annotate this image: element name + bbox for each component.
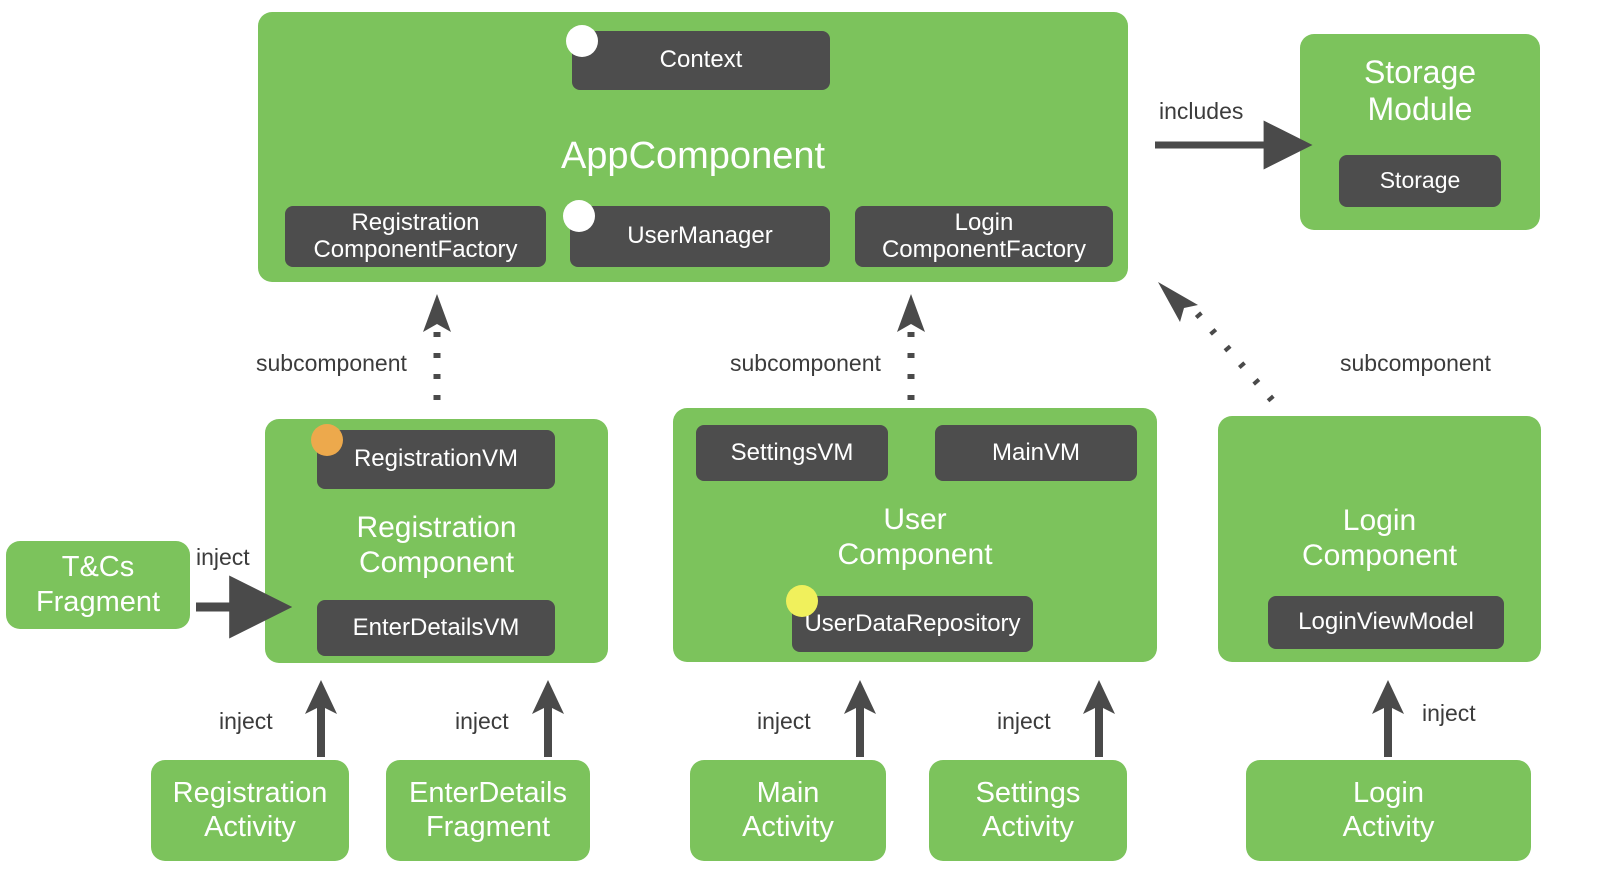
inject-enter-details-arrow [532, 680, 564, 757]
binding-registration-vm[interactable]: RegistrationVM [317, 430, 555, 489]
main-activity-label-line1: Main [756, 776, 820, 809]
user-component-title: User Component [673, 503, 1157, 573]
subcomponent-login-arrow [1158, 282, 1275, 403]
binding-login-view-model-label: LoginViewModel [1298, 608, 1474, 636]
settings-activity-label-line2: Activity [982, 811, 1074, 844]
inject-login-activity-label: inject [1422, 700, 1476, 726]
binding-context-label: Context [659, 46, 743, 74]
singleton-scope-dot-user-manager [563, 200, 595, 232]
enter-details-fragment-label: EnterDetails Fragment [386, 776, 590, 846]
binding-user-manager[interactable]: UserManager [570, 206, 830, 267]
inject-enter-details-fragment-label: inject [455, 708, 509, 734]
binding-registration-component-factory-label-line1: Registration [351, 208, 480, 236]
binding-context[interactable]: Context [572, 31, 830, 90]
app-component-title: AppComponent [560, 135, 826, 177]
inject-registration-activity-arrow [305, 680, 337, 757]
binding-main-vm[interactable]: MainVM [935, 425, 1137, 481]
binding-login-component-factory-label-line2: ComponentFactory [881, 235, 1087, 263]
inject-settings-activity-arrow [1083, 680, 1115, 757]
subcomponent-user-label: subcomponent [730, 350, 881, 376]
tcs-fragment-label: T&Cs Fragment [6, 550, 190, 620]
registration-activity-label-line1: Registration [172, 776, 328, 809]
enter-details-fragment-label-line1: EnterDetails [409, 776, 567, 809]
registration-scope-dot [311, 424, 343, 456]
binding-user-manager-label: UserManager [627, 222, 773, 250]
login-component-title: Login Component [1218, 504, 1541, 574]
inject-main-activity-label: inject [757, 708, 811, 734]
includes-label: includes [1159, 98, 1244, 124]
enter-details-fragment-label-line2: Fragment [425, 811, 551, 844]
binding-main-vm-label: MainVM [991, 438, 1081, 466]
tcs-fragment-label-line1: T&Cs [61, 551, 135, 584]
binding-login-view-model[interactable]: LoginViewModel [1268, 596, 1504, 649]
login-component-title-line1: Login [1342, 504, 1417, 537]
binding-storage-label: Storage [1379, 167, 1461, 194]
registration-component-title-line1: Registration [356, 511, 517, 544]
inject-login-activity-arrow [1372, 680, 1404, 757]
main-activity-label: Main Activity [690, 776, 886, 846]
inject-settings-activity-label: inject [997, 708, 1051, 734]
user-scope-dot [786, 585, 818, 617]
subcomponent-login-label: subcomponent [1340, 350, 1491, 376]
main-activity-box[interactable]: Main Activity [690, 760, 886, 861]
binding-registration-component-factory-label-line2: ComponentFactory [313, 235, 518, 263]
tcs-fragment-label-line2: Fragment [35, 586, 161, 618]
user-component-title-line1: User [883, 503, 947, 536]
singleton-scope-dot-context [566, 25, 598, 57]
binding-login-component-factory[interactable]: Login ComponentFactory [855, 206, 1113, 267]
registration-component-title: Registration Component [265, 511, 608, 581]
storage-module-title-line1: Storage [1363, 54, 1477, 90]
inject-tcs-label: inject [196, 544, 250, 570]
subcomponent-registration-arrow [423, 294, 451, 400]
registration-component-title-line2: Component [358, 545, 515, 579]
login-activity-label-line1: Login [1353, 776, 1424, 809]
login-component-title-line2: Component [1301, 538, 1458, 572]
settings-activity-label-line1: Settings [975, 776, 1081, 809]
binding-registration-vm-label: RegistrationVM [353, 445, 519, 473]
user-component-title-line2: Component [837, 537, 993, 571]
binding-registration-component-factory[interactable]: Registration ComponentFactory [285, 206, 546, 267]
settings-activity-box[interactable]: Settings Activity [929, 760, 1127, 861]
registration-activity-label: Registration Activity [151, 776, 349, 846]
binding-enter-details-vm[interactable]: EnterDetailsVM [317, 600, 555, 656]
registration-activity-box[interactable]: Registration Activity [151, 760, 349, 861]
login-activity-label-line2: Activity [1342, 811, 1435, 844]
storage-module-title-line2: Module [1367, 91, 1473, 128]
binding-settings-vm-label: SettingsVM [730, 438, 854, 466]
binding-storage[interactable]: Storage [1339, 155, 1501, 207]
enter-details-fragment-box[interactable]: EnterDetails Fragment [386, 760, 590, 861]
binding-settings-vm[interactable]: SettingsVM [696, 425, 888, 481]
subcomponent-registration-label: subcomponent [256, 350, 407, 376]
inject-registration-activity-label: inject [219, 708, 273, 734]
login-activity-label: Login Activity [1246, 776, 1531, 846]
tcs-fragment-box[interactable]: T&Cs Fragment [6, 541, 190, 629]
binding-enter-details-vm-label: EnterDetailsVM [352, 613, 520, 641]
binding-user-data-repository-label: UserDataRepository [804, 609, 1021, 637]
settings-activity-label: Settings Activity [929, 776, 1127, 846]
binding-login-component-factory-label-line1: Login [954, 208, 1014, 236]
binding-user-data-repository[interactable]: UserDataRepository [792, 596, 1033, 652]
registration-activity-label-line2: Activity [204, 811, 296, 844]
inject-main-activity-arrow [844, 680, 876, 757]
subcomponent-user-arrow [897, 294, 925, 400]
main-activity-label-line2: Activity [742, 811, 834, 844]
login-activity-box[interactable]: Login Activity [1246, 760, 1531, 861]
storage-module-title: Storage Module [1300, 54, 1540, 128]
